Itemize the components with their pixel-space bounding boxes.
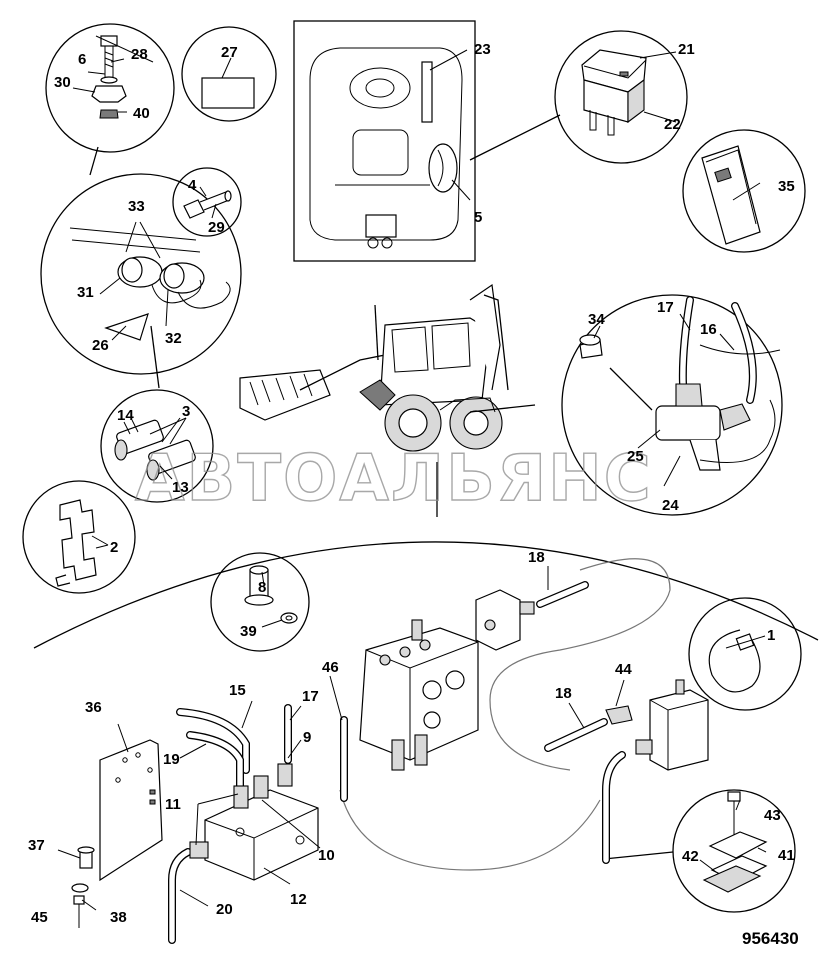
callout-30: 30: [54, 74, 71, 91]
callout-44: 44: [615, 661, 632, 678]
detail-bolt-4: [172, 167, 242, 237]
callout-46: 46: [322, 659, 339, 676]
detail-bolt-clamp: [45, 23, 175, 153]
leader-valve: [469, 404, 536, 413]
backhoe-loader: [239, 283, 509, 452]
detail-decal-27: [181, 26, 277, 122]
detail-selector-valve: [561, 294, 783, 516]
callout-41: 41: [778, 847, 795, 864]
callout-27: 27: [221, 44, 238, 61]
hose-return-thin: [339, 789, 601, 871]
control-valve: [359, 619, 479, 771]
detail-quick-couplers: [100, 389, 214, 503]
callout-18-lower: 18: [555, 685, 572, 702]
callout-6: 6: [78, 51, 86, 68]
callout-42: 42: [682, 848, 699, 865]
callout-35: 35: [778, 178, 795, 195]
callout-2: 2: [110, 539, 118, 556]
callout-43: 43: [764, 807, 781, 824]
callout-28: 28: [131, 46, 148, 63]
callout-39: 39: [240, 623, 257, 640]
manifold-block: [189, 763, 319, 881]
callout-18: 18: [528, 549, 545, 566]
detail-cable-tie: [688, 597, 802, 711]
callout-12: 12: [290, 891, 307, 908]
callout-13: 13: [172, 479, 189, 496]
callout-34: 34: [588, 311, 605, 328]
callout-1: 1: [767, 627, 775, 644]
callout-3: 3: [182, 403, 190, 420]
callout-8: 8: [258, 579, 266, 596]
detail-bushing: [210, 552, 310, 652]
cab-interior-view: [293, 20, 476, 262]
callout-19: 19: [163, 751, 180, 768]
detail-bracket: [22, 480, 136, 594]
callout-20: 20: [216, 901, 233, 918]
callout-38: 38: [110, 909, 127, 926]
callout-40: 40: [133, 105, 150, 122]
callout-29: 29: [208, 219, 225, 236]
callout-32: 32: [165, 330, 182, 347]
leader-left-lower: [150, 325, 160, 389]
detail-rocker-switch: [554, 30, 688, 164]
callout-21: 21: [678, 41, 695, 58]
callout-14: 14: [117, 407, 134, 424]
callout-17: 17: [657, 299, 674, 316]
callout-45: 45: [31, 909, 48, 926]
callout-25: 25: [627, 448, 644, 465]
callout-23: 23: [474, 41, 491, 58]
callout-22: 22: [664, 116, 681, 133]
callout-4: 4: [188, 177, 197, 194]
callout-5: 5: [474, 209, 482, 226]
callout-labels: 1 2 3 4 5 6 8 9 10 11 12 13 14 15 16 17 …: [28, 41, 795, 926]
callout-16: 16: [700, 321, 717, 338]
callout-37: 37: [28, 837, 45, 854]
detail-hose-clamp: [672, 789, 796, 913]
hose-return-thin-2: [489, 558, 671, 771]
watermark: АВТОАЛЬЯНС: [135, 442, 653, 516]
leader-left-upper: [89, 146, 99, 176]
detail-operator-manual: [682, 129, 806, 253]
callout-15: 15: [229, 682, 246, 699]
side-valve: [605, 679, 709, 771]
callout-26: 26: [92, 337, 109, 354]
callout-36: 36: [85, 699, 102, 716]
callout-31: 31: [77, 284, 94, 301]
callout-33: 33: [128, 198, 145, 215]
section-divider-arc: [33, 541, 819, 649]
diverter-valve: [475, 589, 535, 651]
detail-quick-coupler-caps: [40, 173, 242, 375]
callout-10: 10: [318, 847, 335, 864]
leader-clamp: [603, 851, 674, 860]
callout-9: 9: [303, 729, 311, 746]
drawing-number: 956430: [742, 929, 799, 948]
mounting-plate: [71, 739, 163, 928]
callout-24: 24: [662, 497, 679, 514]
callout-17-lower: 17: [302, 688, 319, 705]
leader-switch: [469, 114, 561, 161]
callout-leaders: [57, 58, 767, 911]
callout-11: 11: [165, 796, 181, 813]
